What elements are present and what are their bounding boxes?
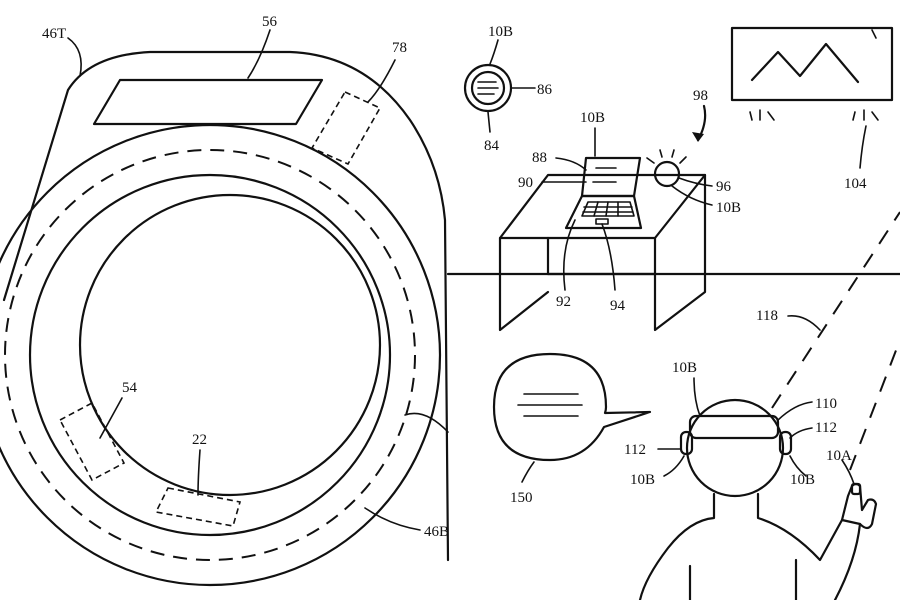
finger-device xyxy=(850,482,862,496)
ring-component-top xyxy=(310,90,382,166)
label-laptop-screen: 88 xyxy=(532,150,547,166)
label-laptop-content: 90 xyxy=(518,175,533,191)
laptop-device xyxy=(541,127,643,291)
label-laptop-base: 92 xyxy=(556,294,571,310)
ring-sensor-bottom xyxy=(154,487,242,527)
tv-device xyxy=(730,26,894,169)
label-ring-sensor-left: 54 xyxy=(122,380,138,396)
watch-device xyxy=(463,39,536,133)
ring-display xyxy=(92,78,324,126)
gaze-line-finger xyxy=(849,339,900,471)
label-ring-bottom: 46B xyxy=(424,524,449,540)
label-ring-component-top: 78 xyxy=(392,40,407,56)
label-headset-top: 10B xyxy=(672,360,697,376)
label-headset-band: 110 xyxy=(815,396,837,412)
label-speech-bubble: 150 xyxy=(510,490,533,506)
person xyxy=(638,377,878,600)
ring-sensor-left xyxy=(58,401,126,482)
earbud-left xyxy=(679,430,694,456)
label-ring-display: 56 xyxy=(262,14,278,30)
gaze-line-tv xyxy=(771,211,900,409)
label-tv: 104 xyxy=(844,176,867,192)
label-ring-sensor-bottom: 22 xyxy=(192,432,207,448)
speaker-device xyxy=(646,104,713,206)
label-watch-face: 86 xyxy=(537,82,553,98)
label-watch-top: 10B xyxy=(488,24,513,40)
label-laptop-top: 10B xyxy=(580,110,605,126)
label-speaker: 96 xyxy=(716,179,732,195)
label-laptop-keyboard: 94 xyxy=(610,298,626,314)
label-earbud-right: 112 xyxy=(815,420,837,436)
label-light-source: 98 xyxy=(693,88,708,104)
ring-inner-hole xyxy=(78,193,382,497)
ring-dashed-band xyxy=(4,149,416,561)
label-gaze-line: 118 xyxy=(756,308,778,324)
desk xyxy=(498,173,707,332)
ring-outer-shell xyxy=(2,50,450,562)
label-speaker-device: 10B xyxy=(716,200,741,216)
label-finger-device: 10A xyxy=(826,448,852,464)
headset-band xyxy=(688,414,780,440)
ring-device xyxy=(0,29,450,587)
label-earbud-left: 112 xyxy=(624,442,646,458)
label-ring-top: 46T xyxy=(42,26,66,42)
label-watch-band: 84 xyxy=(484,138,500,154)
speech-bubble xyxy=(492,352,652,483)
label-earbud-right-device: 10B xyxy=(790,472,815,488)
ring-inner-edge xyxy=(28,173,392,537)
label-earbud-left-device: 10B xyxy=(630,472,655,488)
earbud-right xyxy=(778,430,793,456)
ring-outer-band xyxy=(0,123,442,587)
